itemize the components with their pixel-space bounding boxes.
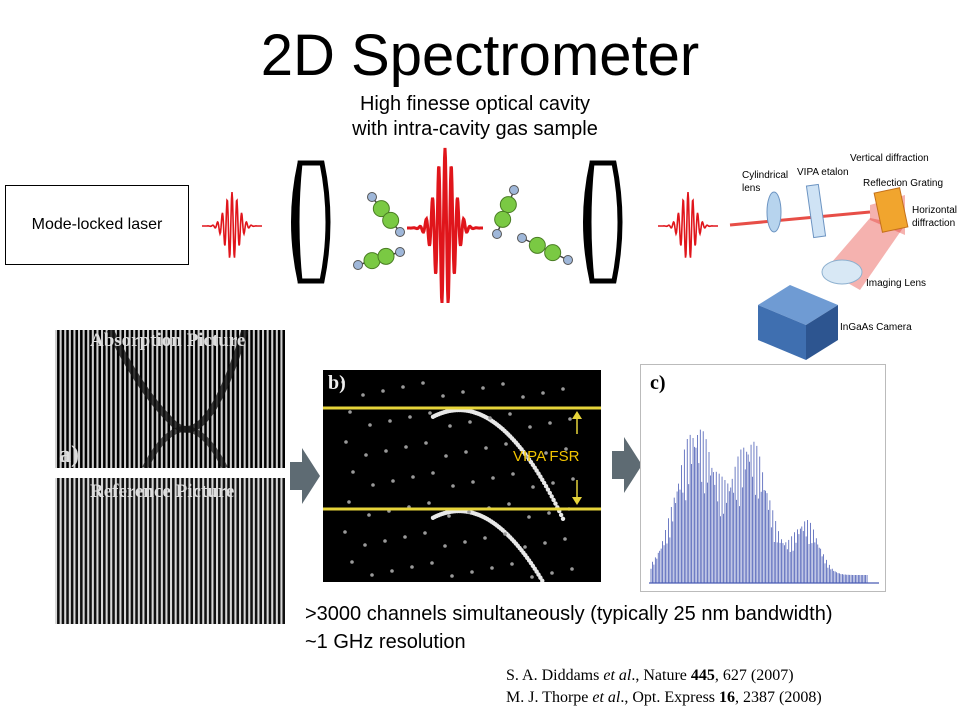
pulse-left xyxy=(202,191,262,258)
subtitle: High finesse optical cavity with intra-c… xyxy=(250,92,700,142)
ref2-authors: M. J. Thorpe xyxy=(506,689,593,706)
label-vertical-diffraction: Vertical diffraction xyxy=(850,153,929,164)
label-lens: lens xyxy=(742,183,760,194)
channel-info: >3000 channels simultaneously (typically… xyxy=(305,600,833,656)
ref2-etal: et al xyxy=(592,689,621,706)
reference-picture-label: Reference Picture xyxy=(90,481,235,502)
label-diffraction: diffraction xyxy=(912,218,955,229)
spectrometer-setup: Cylindrical lens VIPA etalon Vertical di… xyxy=(729,153,957,360)
arrow-b-to-c-icon xyxy=(612,437,642,493)
reference-2: M. J. Thorpe et al., Opt. Express 16, 23… xyxy=(506,687,822,709)
label-horizontal: Horizontal xyxy=(912,205,957,216)
page-title: 2D Spectrometer xyxy=(260,23,700,88)
label-reflection-grating: Reflection Grating xyxy=(863,178,943,189)
pulse-right xyxy=(658,191,718,258)
label-cylindrical: Cylindrical xyxy=(742,170,788,181)
cavity-mirror-right xyxy=(583,160,623,284)
absorption-picture-label: Absorption Picture xyxy=(90,330,246,351)
resolution-line: ~1 GHz resolution xyxy=(305,631,466,653)
ref1-volume: 445 xyxy=(690,667,715,684)
absorption-picture xyxy=(55,330,285,468)
ref2-rest: , 2387 (2008) xyxy=(735,689,822,706)
vipa-etalon-icon xyxy=(805,183,827,239)
label-vipa-etalon: VIPA etalon xyxy=(797,167,849,178)
cylindrical-lens-icon xyxy=(766,191,782,233)
reference-stripes xyxy=(55,478,283,624)
subtitle-line-1: High finesse optical cavity xyxy=(359,93,591,115)
panel-a-tag: a) xyxy=(59,442,79,468)
laser-box: Mode-locked laser xyxy=(5,185,189,265)
fsr-arrow-down-icon xyxy=(572,480,582,505)
spectrum-lines xyxy=(649,429,879,584)
reference-picture xyxy=(55,478,285,624)
arrow-a-to-b-icon xyxy=(290,448,320,504)
grating-icon xyxy=(873,187,909,233)
ref2-volume: 16 xyxy=(719,689,736,706)
panel-c-tag: c) xyxy=(650,372,666,394)
panel-b-tag: b) xyxy=(328,372,346,394)
vipa-dots xyxy=(341,380,575,582)
ref1-journal: ., Nature xyxy=(631,667,691,684)
camera-icon xyxy=(758,285,838,360)
vipa-fsr-label: VIPA FSR xyxy=(513,448,580,465)
fsr-arrow-up-icon xyxy=(572,411,582,434)
laser-label: Mode-locked laser xyxy=(31,216,163,233)
vipa-image xyxy=(323,370,601,582)
gas-molecules xyxy=(353,185,573,270)
spectrum-plot xyxy=(640,364,886,592)
ref1-etal: et al xyxy=(603,667,632,684)
subtitle-line-2: with intra-cavity gas sample xyxy=(352,118,598,140)
references: S. A. Diddams et al., Nature 445, 627 (2… xyxy=(506,665,822,709)
cavity-mirror-left xyxy=(291,160,331,284)
imaging-lens-icon xyxy=(821,259,863,285)
ref1-authors: S. A. Diddams xyxy=(506,667,604,684)
ref1-rest: , 627 (2007) xyxy=(714,667,794,684)
label-imaging-lens: Imaging Lens xyxy=(866,278,926,289)
label-ingaas-camera: InGaAs Camera xyxy=(840,322,912,333)
reference-1: S. A. Diddams et al., Nature 445, 627 (2… xyxy=(506,665,822,687)
ref2-journal: ., Opt. Express xyxy=(620,689,720,706)
pulse-center xyxy=(407,147,483,304)
channels-line: >3000 channels simultaneously (typically… xyxy=(305,603,833,625)
